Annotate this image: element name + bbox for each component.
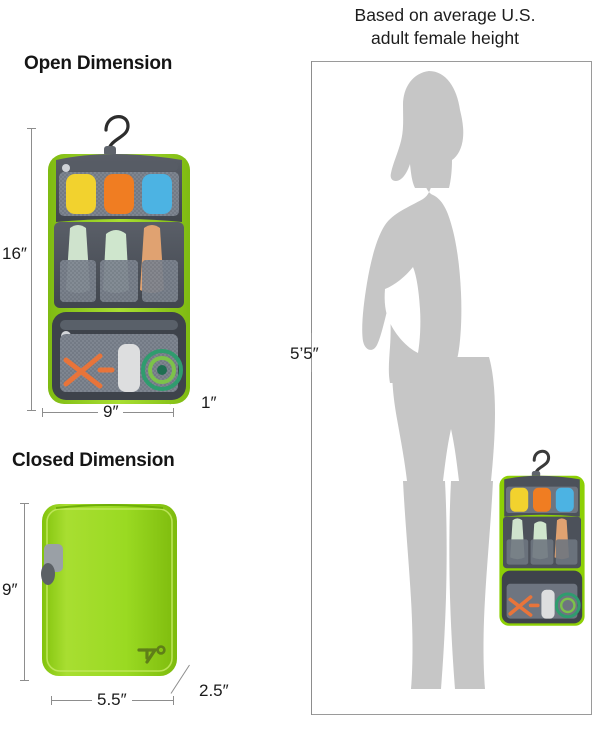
- open-toiletry-bag-illustration: [48, 115, 190, 404]
- top-zipper-pull: [62, 164, 70, 172]
- female-silhouette-illustration: [362, 71, 585, 689]
- scale-caption-line-1: Based on average U.S.: [354, 5, 536, 25]
- open-depth-label: 1″: [201, 393, 217, 412]
- open-height-label: 16″: [2, 244, 27, 263]
- person-height-rule-lower: [311, 372, 312, 715]
- mid-mesh-left: [60, 260, 96, 302]
- person-height-rule-upper: [311, 61, 312, 333]
- closed-height-cap-bottom: [20, 680, 29, 681]
- hanger-hook: [104, 115, 130, 154]
- closed-width-label: 5.5″: [92, 690, 132, 710]
- small-hanging-bag: [499, 449, 585, 626]
- open-height-rule: [31, 128, 32, 410]
- closed-bag-top-seam: [55, 504, 164, 509]
- tube-white: [118, 344, 140, 392]
- open-width-label: 9″: [98, 402, 124, 422]
- bottle-yellow: [66, 174, 96, 214]
- open-width-cap-left: [42, 408, 43, 417]
- bottle-orange: [104, 174, 134, 214]
- person-height-label: 5’5″: [290, 344, 319, 363]
- open-width-cap-right: [173, 408, 174, 417]
- bottom-zipper: [60, 320, 178, 330]
- bottle-blue: [142, 174, 172, 214]
- open-height-cap-top: [27, 128, 36, 129]
- hook-tab: [104, 146, 116, 156]
- mid-mesh-right: [142, 260, 178, 302]
- closed-height-cap-top: [20, 503, 29, 504]
- female-silhouette: [362, 71, 495, 689]
- closed-bag-body: [42, 504, 177, 676]
- mid-mesh-center: [100, 260, 138, 302]
- closed-width-cap-left: [51, 696, 52, 705]
- closed-toiletry-bag-illustration: [41, 504, 177, 676]
- top-zipper: [60, 162, 178, 171]
- closed-depth-label: 2.5″: [199, 681, 229, 700]
- closed-height-rule: [24, 503, 25, 680]
- scale-caption-line-2: adult female height: [371, 28, 519, 49]
- travelon-logo: [137, 645, 166, 664]
- closed-width-cap-right: [173, 696, 174, 705]
- closed-dimension-heading: Closed Dimension: [12, 450, 175, 471]
- disc-green: [141, 349, 183, 391]
- open-height-cap-bottom: [27, 410, 36, 411]
- scale-caption: Based on average U.S. adult female heigh…: [300, 4, 590, 51]
- small-hanger-hook: [532, 449, 551, 477]
- closed-height-label: 9″: [2, 580, 18, 599]
- open-dimension-heading: Open Dimension: [24, 53, 173, 74]
- closed-bag-piping: [46, 508, 173, 672]
- razor-orange: [63, 353, 115, 389]
- zipper-pull: [41, 563, 55, 585]
